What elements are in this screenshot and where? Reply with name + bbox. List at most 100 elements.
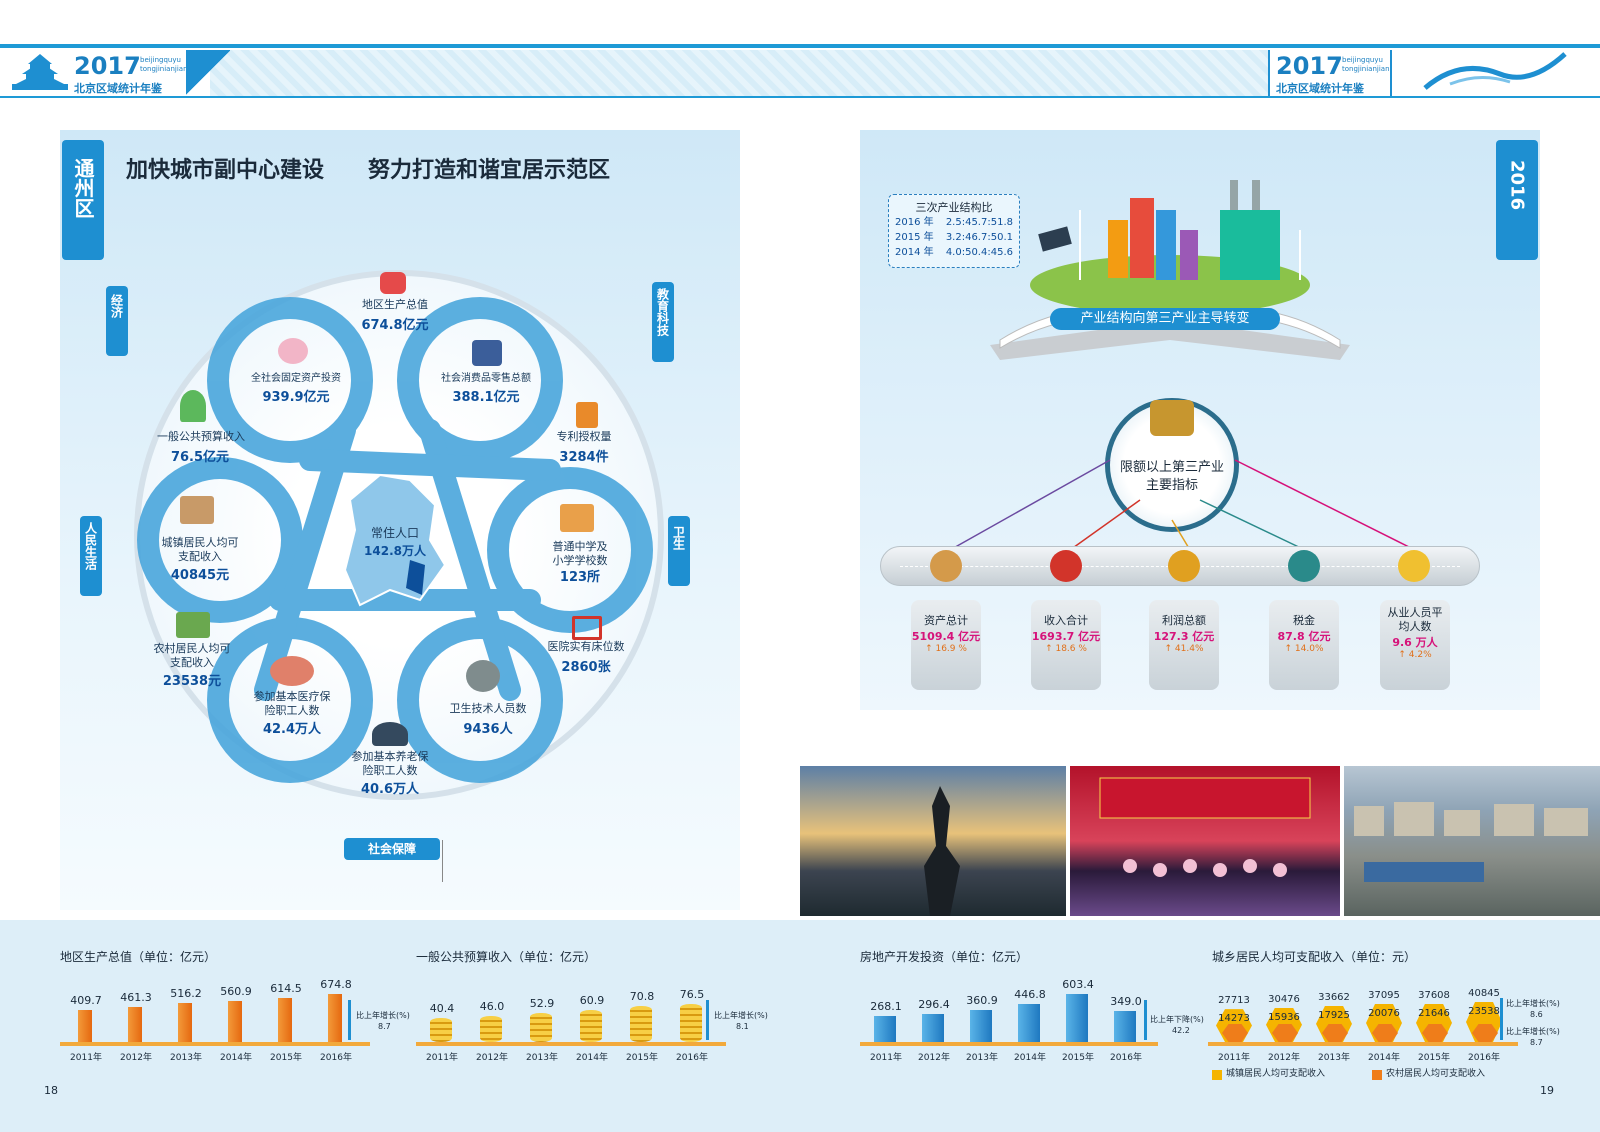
chart-value-label: 60.9 <box>579 994 605 1008</box>
income-urban-value: 27713 <box>1218 995 1250 1007</box>
pinyin-line1: beijingquyu <box>140 56 181 64</box>
item-urban-income-label: 城镇居民人均可支配收入 <box>161 536 239 563</box>
treasure-chest-icon <box>1150 400 1194 436</box>
chart-value-label: 674.8 <box>320 978 352 991</box>
income-rural-hex <box>1372 1024 1398 1042</box>
chart-building <box>874 1016 896 1042</box>
header-line <box>0 44 1600 48</box>
indicator-revenue: 收入合计 1693.7 亿元 ↑ 18.6 % <box>1031 600 1101 690</box>
chart-year-label: 2015年 <box>270 1053 302 1063</box>
chart-bar <box>228 1000 242 1042</box>
indicator-value: 5109.4 亿元 <box>911 630 981 643</box>
realestate-down-arrow-icon <box>1144 1000 1147 1040</box>
income-rural-hex <box>1472 1024 1498 1042</box>
city-aerial-photo <box>1344 766 1600 916</box>
sculpture-photo <box>800 766 1066 916</box>
income-rural-hex <box>1422 1024 1448 1042</box>
header-bottom-line <box>0 96 1600 98</box>
income-urban-value: 33662 <box>1318 991 1350 1003</box>
temple-logo-icon <box>10 50 70 94</box>
staff-icon <box>1398 550 1430 582</box>
tax-icon <box>1288 550 1320 582</box>
item-schools-label: 普通中学及小学学校数 <box>552 540 608 567</box>
income-note-rural-value: 8.7 <box>1530 1038 1543 1047</box>
income-note-urban: 比上年增长(%)8.6 <box>1506 998 1560 1020</box>
chart-coin-stack <box>530 1013 552 1042</box>
gdp-note-value: 8.7 <box>378 1022 391 1031</box>
legend-rural-swatch <box>1372 1070 1382 1080</box>
chart-axis <box>60 1042 370 1046</box>
income-urban-value: 37608 <box>1418 989 1450 1001</box>
legend-rural-label: 农村居民人均可支配收入 <box>1386 1069 1486 1079</box>
chart-year-label: 2011年 <box>426 1053 458 1063</box>
chart-value-label: 52.9 <box>529 997 555 1011</box>
chart-building <box>1018 1004 1040 1042</box>
item-urban-income-value: 40845元 <box>170 568 230 583</box>
tag-economy-label: 经济 <box>109 294 124 318</box>
hospital-bed-icon <box>572 616 602 640</box>
chart-income-title: 城乡居民人均可支配收入（单位：元） <box>1212 950 1417 964</box>
tag-health: 卫生 <box>668 516 690 586</box>
chart-building <box>1066 994 1088 1042</box>
page-number-right: 19 <box>1540 1084 1554 1097</box>
money-tree-icon <box>180 390 206 422</box>
structure-ratio: 4.0:50.4:45.6 <box>945 247 1013 258</box>
income-urban-value: 40845 <box>1468 988 1500 999</box>
chart-year-label: 2013年 <box>966 1053 998 1063</box>
indicator-name: 利润总额 <box>1162 614 1206 627</box>
income-note-urban-label: 比上年增长(%) <box>1506 999 1560 1008</box>
town-house-icon <box>180 496 214 524</box>
header-band <box>210 50 1270 96</box>
header-title-right: 北京区域统计年鉴 <box>1276 82 1364 95</box>
chart-value-label: 603.4 <box>1062 978 1094 991</box>
chart-bar <box>278 997 292 1042</box>
budget-note: 比上年增长(%)8.1 <box>714 1010 768 1032</box>
item-gdp-label: 地区生产总值 <box>362 298 428 311</box>
chart-year-label: 2013年 <box>170 1053 202 1063</box>
patent-book-icon <box>576 402 598 428</box>
header-divider-right2 <box>1390 50 1392 96</box>
item-patent-label: 专利授权量 <box>556 430 612 443</box>
chart-bar <box>178 1003 192 1042</box>
header-divider-right <box>1268 50 1270 96</box>
tag-people-label: 人民生活 <box>83 522 98 570</box>
chart-value-label: 70.8 <box>629 990 655 1004</box>
chart-year-label: 2016年 <box>1468 1053 1500 1063</box>
income-up-arrow-icon <box>1500 998 1503 1040</box>
chart-realestate-title: 房地产开发投资（单位：亿元） <box>860 950 1029 964</box>
chart-year-label: 2013年 <box>1318 1053 1350 1063</box>
tag-people: 人民生活 <box>80 516 102 596</box>
item-rural-income-value: 23538元 <box>162 674 222 689</box>
chart-building <box>970 1010 992 1042</box>
chart-value-label: 46.0 <box>479 999 505 1013</box>
year-ribbon: 2016 <box>1496 140 1538 260</box>
chart-value-label: 296.4 <box>918 998 950 1012</box>
ribbon-loops <box>137 297 653 783</box>
chart-value-label: 349.0 <box>1110 994 1142 1008</box>
chart-year-label: 2014年 <box>220 1053 252 1063</box>
chart-axis <box>416 1042 726 1046</box>
canal-logo-icon <box>1420 48 1570 96</box>
left-heading: 加快城市副中心建设 努力打造和谐宜居示范区 <box>126 158 611 183</box>
income-rural-value: 23538 <box>1468 1006 1500 1017</box>
item-beds-label: 医院实有床位数 <box>547 640 625 653</box>
chart-year-label: 2012年 <box>1268 1053 1300 1063</box>
chart-coin-stack <box>580 1010 602 1042</box>
book-city-illustration <box>980 170 1360 370</box>
chart-year-label: 2015年 <box>1418 1053 1450 1063</box>
chart-coin-stack <box>430 1018 452 1042</box>
money-bag-icon <box>930 550 962 582</box>
chart-year-label: 2012年 <box>476 1053 508 1063</box>
income-note-rural: 比上年增长(%)8.7 <box>1506 1026 1560 1048</box>
chart-value-label: 516.2 <box>170 987 202 1001</box>
district-ribbon: 通州区 <box>62 140 104 260</box>
budget-note-label: 比上年增长(%) <box>714 1011 768 1020</box>
item-pension-label: 参加基本养老保险职工人数 <box>351 750 429 777</box>
item-investment-label: 全社会固定资产投资 <box>251 373 341 384</box>
gdp-note: 比上年增长(%)8.7 <box>356 1010 410 1032</box>
structure-title: 三次产业结构比 <box>915 201 993 214</box>
item-beds-value: 2860张 <box>561 660 611 675</box>
